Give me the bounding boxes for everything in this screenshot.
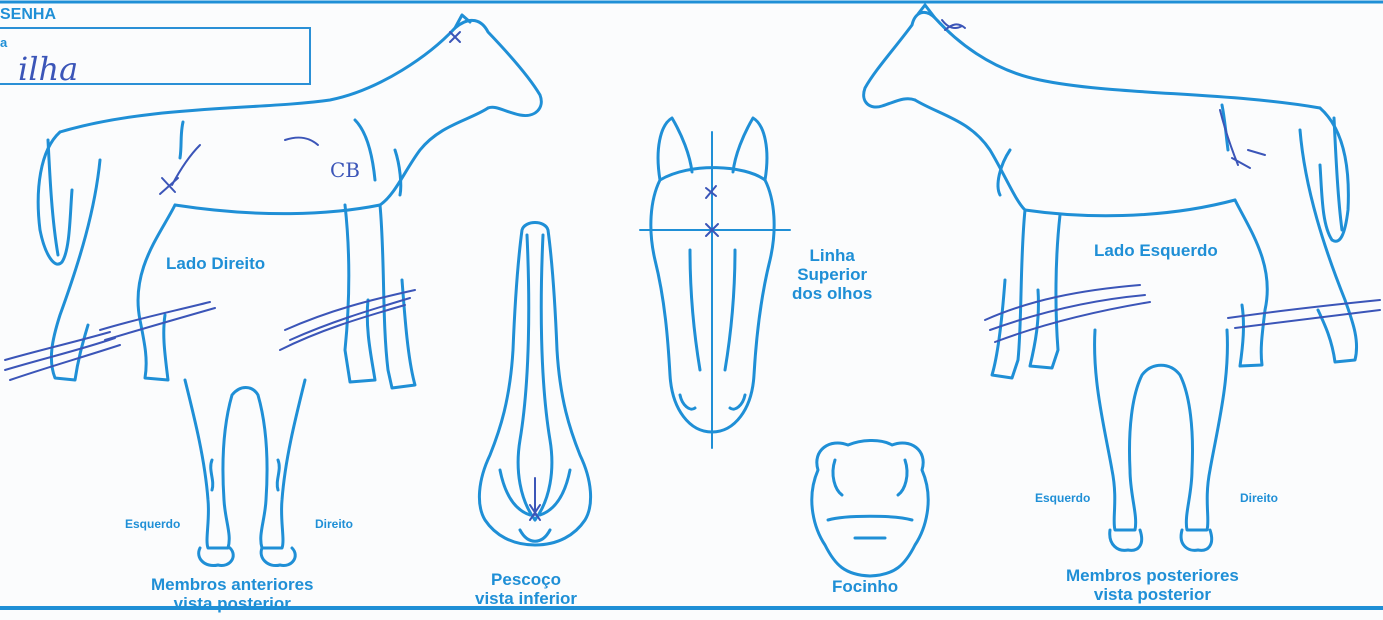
hind-limbs-label: Membros posteriores vista posterior — [1066, 566, 1239, 604]
front-right-label: Direito — [315, 518, 353, 531]
right-side-label: Lado Direito — [166, 254, 265, 273]
eye-line-label-line1: Linha — [792, 246, 872, 265]
forehead-mark-lower — [706, 224, 718, 236]
left-side-label: Lado Esquerdo — [1094, 241, 1218, 260]
front-limbs-label-line1: Membros anteriores — [151, 575, 314, 594]
front-limbs-label: Membros anteriores vista posterior — [151, 575, 314, 613]
hind-limbs-label-line2: vista posterior — [1066, 585, 1239, 604]
eye-line-label-line3: dos olhos — [792, 284, 872, 303]
hind-leg-mark-2-right-horse — [100, 302, 215, 340]
front-limbs-label-line2: vista posterior — [151, 594, 314, 613]
front-leg-mark-left-horse — [985, 285, 1150, 342]
muzzle-label: Focinho — [832, 577, 898, 596]
front-left-label: Esquerdo — [125, 518, 180, 531]
hind-left-label: Esquerdo — [1035, 492, 1090, 505]
hind-leg-mark-left-horse — [1228, 300, 1380, 328]
shoulder-scribble — [285, 138, 318, 145]
hind-right-label: Direito — [1240, 492, 1278, 505]
senha-field-prefix: a — [0, 36, 7, 51]
neck-label-line2: vista inferior — [475, 589, 577, 608]
flank-mark-right-horse — [160, 145, 200, 194]
neck-label-line1: Pescoço — [475, 570, 577, 589]
senha-label: SENHA — [0, 6, 56, 24]
neck-mark — [530, 478, 540, 520]
cb-annotation: CB — [330, 158, 360, 182]
eye-line-label: Linha Superior dos olhos — [792, 246, 872, 303]
neck-label: Pescoço vista inferior — [475, 570, 577, 608]
front-leg-mark-right-horse — [280, 290, 415, 350]
hind-limbs-label-line1: Membros posteriores — [1066, 566, 1239, 585]
forehead-mark-upper — [706, 186, 716, 198]
head-mark-left-horse — [942, 20, 965, 30]
hind-leg-mark-right-horse — [5, 332, 120, 380]
flank-mark-left-horse — [1220, 110, 1265, 168]
eye-line-label-line2: Superior — [792, 265, 872, 284]
head-mark-right-horse — [450, 32, 460, 42]
senha-field-value: ilha — [18, 50, 78, 88]
